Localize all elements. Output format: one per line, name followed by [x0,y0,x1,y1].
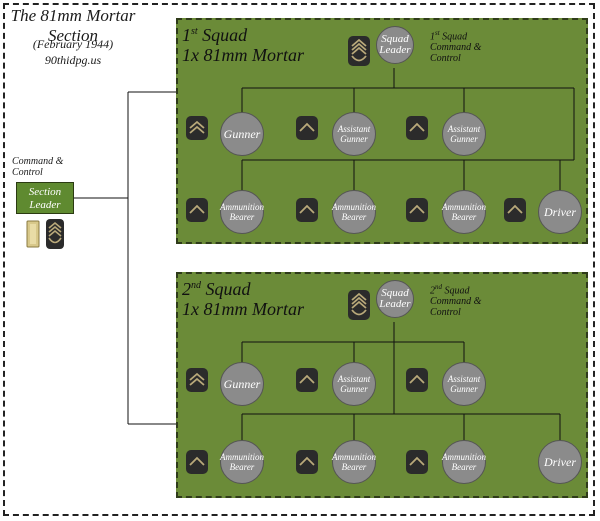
squad-2-command-control-label: 2nd Squad Command & Control [430,283,482,319]
private-first-class-chevron-icon [504,198,526,222]
ammunition-bearer-node: Ammunition Bearer [442,190,486,234]
squad-leader-chevron-icon [348,290,370,320]
assistant-gunner-node: Assistant Gunner [442,362,486,406]
assistant-gunner-node: Assistant Gunner [332,362,376,406]
section-border [3,3,595,516]
section-leader-label: Section Leader [28,186,62,211]
squad-2-panel: 2nd Squad 1x 81mm Mortar 2nd Squad Comma… [176,272,588,498]
ammunition-bearer-node: Ammunition Bearer [332,440,376,484]
private-first-class-chevron-icon [406,198,428,222]
squad-2-title: 2nd Squad 1x 81mm Mortar [182,279,304,319]
ammunition-bearer-node: Ammunition Bearer [442,440,486,484]
gunner-node: Gunner [220,112,264,156]
private-first-class-chevron-icon [186,450,208,474]
private-first-class-chevron-icon [406,116,428,140]
squad-1-title: 1st Squad 1x 81mm Mortar [182,25,304,65]
ammunition-bearer-node: Ammunition Bearer [220,190,264,234]
private-first-class-chevron-icon [186,198,208,222]
private-first-class-chevron-icon [406,450,428,474]
corporal-chevron-icon [186,368,208,392]
squad-1-connector-lines [241,68,575,190]
ammunition-bearer-node: Ammunition Bearer [220,440,264,484]
lieutenant-bar-icon [26,220,40,248]
chart-date: (February 1944) [32,37,114,51]
squad-2-connector-lines [241,322,561,440]
squad-1-command-control-label: 1st Squad Command & Control [430,29,482,65]
private-first-class-chevron-icon [296,198,318,222]
squad-leader-node: Squad Leader [376,280,414,318]
assistant-gunner-node: Assistant Gunner [332,112,376,156]
ammunition-bearer-node: Ammunition Bearer [332,190,376,234]
gunner-node: Gunner [220,362,264,406]
private-first-class-chevron-icon [296,450,318,474]
private-first-class-chevron-icon [296,116,318,140]
assistant-gunner-node: Assistant Gunner [442,112,486,156]
squad-leader-node: Squad Leader [376,26,414,64]
hq-command-control-label: Command & Control [12,156,64,178]
driver-node: Driver [538,440,582,484]
driver-node: Driver [538,190,582,234]
staff-sergeant-chevron-icon [46,219,64,249]
corporal-chevron-icon [186,116,208,140]
chart-website: 90thidpg.us [44,53,102,67]
private-first-class-chevron-icon [296,368,318,392]
private-first-class-chevron-icon [406,368,428,392]
section-leader-box: Section Leader [16,182,74,214]
squad-leader-chevron-icon [348,36,370,66]
squad-1-panel: 1st Squad 1x 81mm Mortar 1st Squad Comma… [176,18,588,244]
